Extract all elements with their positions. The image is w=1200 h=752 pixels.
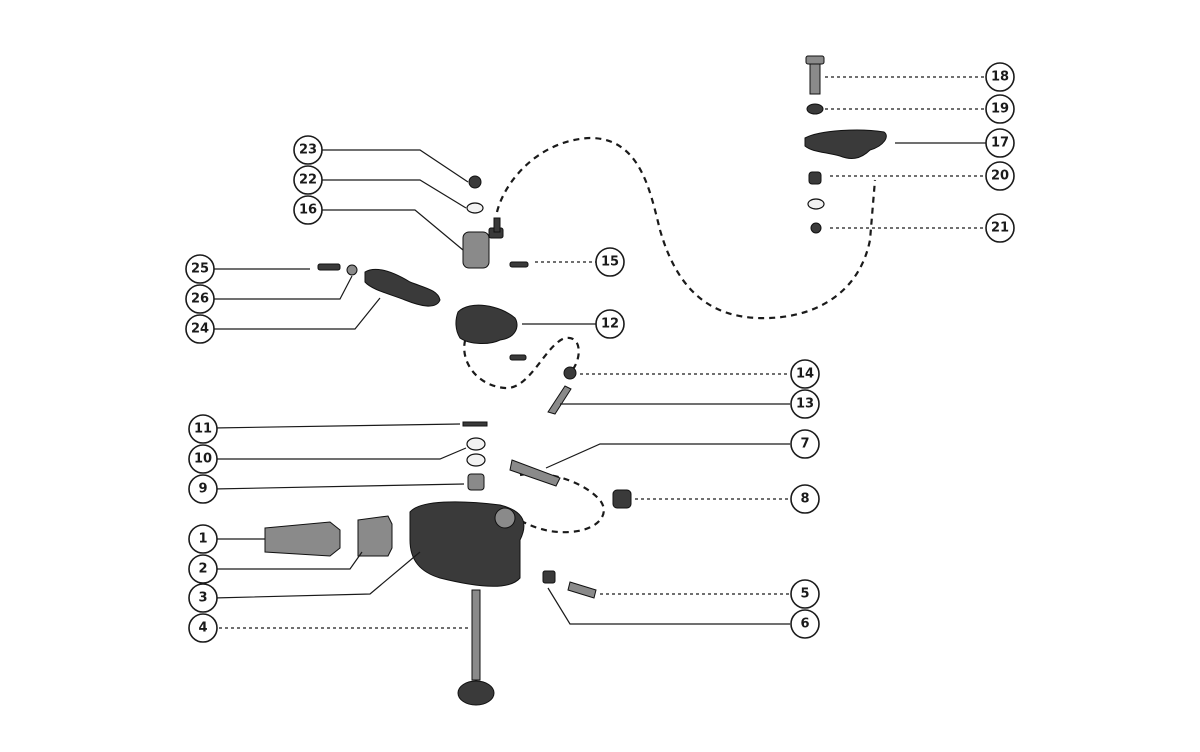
callout-24: 24: [185, 314, 215, 344]
callout-label: 21: [991, 221, 1009, 236]
callout-13: 13: [790, 389, 820, 419]
callout-label: 10: [194, 452, 212, 467]
part-8-nut: [612, 489, 632, 509]
assembly-path-link-to-lever: [495, 136, 877, 320]
callout-label: 5: [800, 587, 809, 602]
callout-11: 11: [188, 414, 218, 444]
part-13-bolt: [547, 385, 572, 415]
callout-label: 24: [191, 322, 209, 337]
part-20b-washer: [807, 198, 825, 210]
part-10-washer-top: [466, 437, 486, 451]
callout-17: 17: [985, 128, 1015, 158]
callout-label: 16: [299, 203, 317, 218]
callout-19: 19: [985, 94, 1015, 124]
part-25-screw: [317, 263, 341, 271]
callout-8: 8: [790, 484, 820, 514]
callout-label: 9: [198, 482, 207, 497]
callout-21: 21: [985, 213, 1015, 243]
assembly-path-7-to-8: [509, 472, 605, 534]
part-20-spring: [808, 171, 822, 185]
callout-18: 18: [985, 62, 1015, 92]
callout-label: 23: [299, 143, 317, 158]
callout-2: 2: [188, 554, 218, 584]
callout-label: 18: [991, 70, 1009, 85]
callout-label: 15: [601, 255, 619, 270]
callout-4: 4: [188, 613, 218, 643]
callout-label: 14: [796, 367, 814, 382]
callout-12: 12: [595, 309, 625, 339]
part-26-washer: [346, 264, 358, 276]
callout-22: 22: [293, 165, 323, 195]
callout-label: 13: [796, 397, 814, 412]
callout-label: 8: [800, 492, 809, 507]
leader-lines: [212, 76, 990, 629]
callout-6: 6: [790, 609, 820, 639]
callout-label: 2: [198, 562, 207, 577]
callout-label: 25: [191, 262, 209, 277]
part-17-lever: [804, 129, 887, 159]
callout-9: 9: [188, 474, 218, 504]
part-12-pin: [509, 354, 527, 361]
callout-26: 26: [185, 284, 215, 314]
part-3-bore: [494, 507, 516, 529]
part-4-shaft: [457, 589, 495, 706]
callout-16: 16: [293, 195, 323, 225]
part-19-washer: [806, 103, 824, 115]
callout-label: 11: [194, 422, 212, 437]
callout-label: 3: [198, 591, 207, 606]
part-14-nut: [563, 366, 577, 380]
callout-label: 6: [800, 617, 809, 632]
callout-label: 17: [991, 136, 1009, 151]
callout-25: 25: [185, 254, 215, 284]
callout-10: 10: [188, 444, 218, 474]
part-24-link: [364, 268, 441, 307]
part-15-pin: [509, 261, 529, 268]
callout-14: 14: [790, 359, 820, 389]
callout-5: 5: [790, 579, 820, 609]
part-9-bushing: [467, 473, 485, 491]
callout-15: 15: [595, 247, 625, 277]
callout-label: 20: [991, 169, 1009, 184]
callout-23: 23: [293, 135, 323, 165]
callout-label: 19: [991, 102, 1009, 117]
part-18-screw: [805, 55, 825, 95]
callout-label: 4: [198, 621, 207, 636]
part-11-ring: [462, 421, 488, 427]
part-3-housing: [409, 501, 525, 587]
callout-label: 7: [800, 437, 809, 452]
part-1-grip: [264, 521, 341, 557]
part-10-washer-bottom: [466, 453, 486, 467]
callout-1: 1: [188, 524, 218, 554]
part-21-nut: [810, 222, 822, 234]
callout-3: 3: [188, 583, 218, 613]
callout-label: 12: [601, 317, 619, 332]
part-2-sleeve: [357, 515, 393, 557]
part-6-nut: [542, 570, 556, 584]
callout-7: 7: [790, 429, 820, 459]
part-7-bolt: [509, 459, 561, 487]
part-16-arm: [462, 217, 504, 269]
assembly-path-12-to-13: [463, 329, 580, 390]
part-23-nut: [468, 175, 482, 189]
callout-label: 26: [191, 292, 209, 307]
callout-20: 20: [985, 161, 1015, 191]
part-12-bracket: [455, 304, 518, 344]
callout-label: 1: [198, 532, 207, 547]
part-22-washer: [466, 202, 484, 214]
callout-label: 22: [299, 173, 317, 188]
part-5-screw: [567, 581, 597, 599]
